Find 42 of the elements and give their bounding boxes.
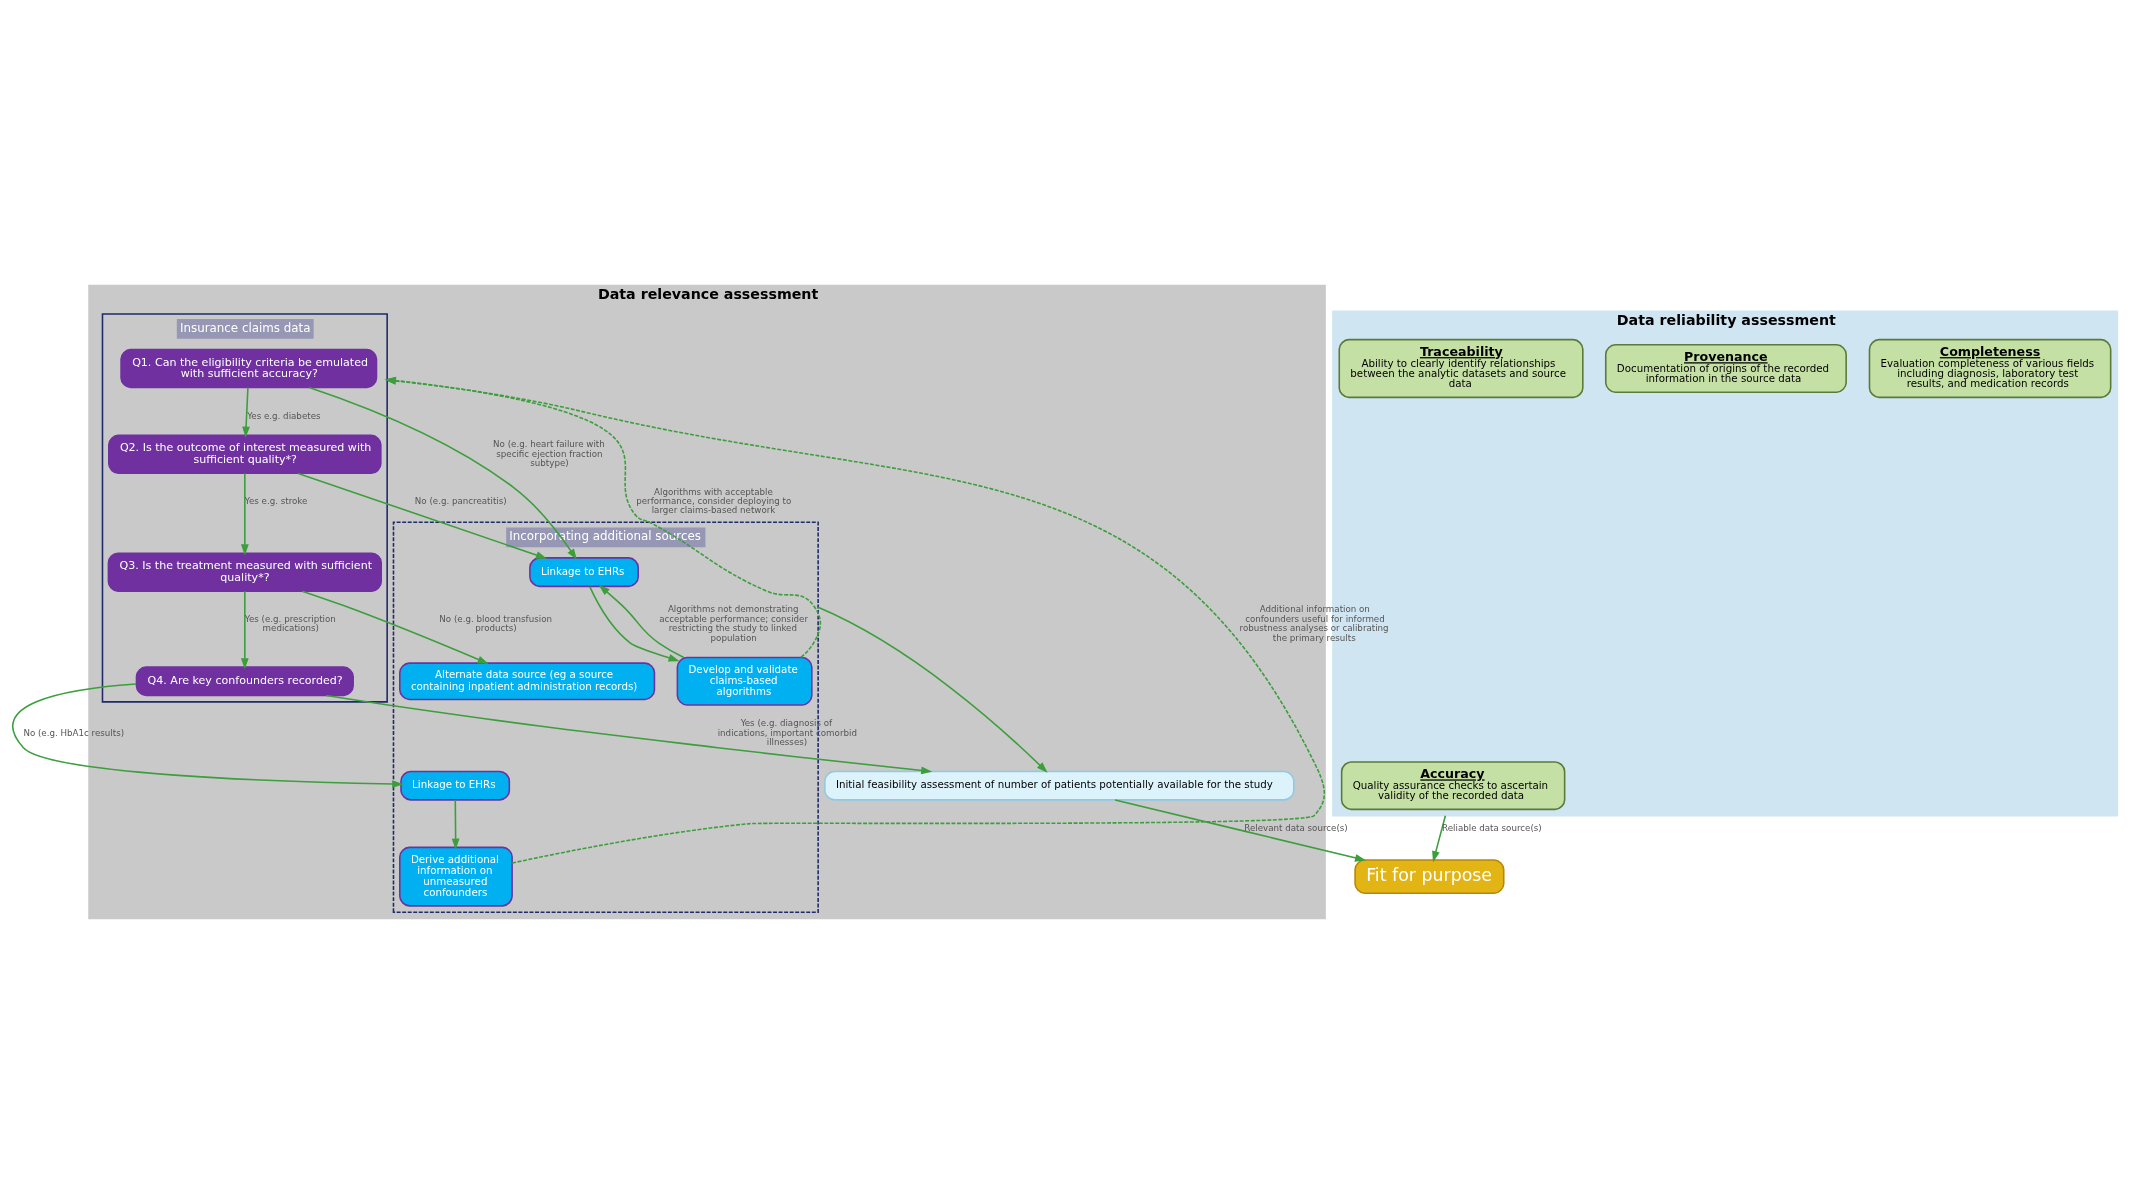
node-box: Provenance Documentation of origins of the recorded information in the source data [1604,344,1847,394]
node-box: Linkage to EHRs [529,557,639,588]
edge-label: No (e.g. pancreatitis) [414,495,507,506]
node-box: Accuracy Quality assurance checks to ascertain validity of the recorded data [1340,761,1566,811]
edge-label: No (e.g. blood transfusion products) [439,613,552,634]
arrow [240,472,249,556]
arrow [588,585,680,662]
edge-label: Yes (e.g. diagnosis of indications, important comorbid illnesses) [717,718,857,748]
edge-label: No (e.g. HbA1c results) [23,727,125,738]
edge-label: Algorithms with acceptable performance, consider deploying to larger claims-based network [636,486,792,516]
arrow [817,606,1048,773]
node-box: Develop and validate claims-based algorithms [676,656,813,706]
node-box: Traceability Ability to clearly identify relationships between the analytic datasets and source data [1338,338,1584,399]
node-box: Completeness Evaluation completeness of various fields including diagnosis, laboratory test results, and medication records [1868,338,2112,399]
node-box: Alternate data source (eg a source containing inpatient administration records) [399,662,656,701]
edge-label: Yes e.g. diabetes [247,410,321,421]
arrow [297,472,547,559]
node-box: Fit for purpose [1354,859,1505,894]
arrow [242,386,250,438]
arrow [1432,814,1447,863]
arrow [325,694,933,775]
arrow [384,376,822,659]
edge-label: Reliable data source(s) [1442,822,1542,833]
edge-label: Additional information on confounders useful for informed robustness analyses or calibrating the primary results [1239,604,1389,643]
arrow [598,584,685,659]
node-box: Q2. Is the outcome of interest measured with sufficient quality*? [108,434,382,475]
node-box: Q1. Can the eligibility criteria be emulated with sufficient accuracy? [120,348,378,389]
edge-label: No (e.g. heart failure with specific ejection fraction subtype) [493,439,605,469]
node-box: Derive additional information on unmeasured confounders [399,846,513,907]
node-box: Linkage to EHRs [400,770,511,801]
arrow [384,377,1326,864]
edge-label: Algorithms not demonstrating acceptable performance; consider restricting the study to linked population [659,604,808,643]
edge-label: Relevant data source(s) [1244,822,1348,833]
arrow [12,683,404,788]
arrow [301,590,489,664]
node-box: Q4. Are key confounders recorded? [135,666,354,697]
node-box: Initial feasibility assessment of number of patients potentially available for the study [824,770,1295,801]
arrow [451,799,460,850]
node-box: Q3. Is the treatment measured with sufficient quality*? [107,552,383,592]
arrow [1114,799,1367,862]
arrow [240,590,249,670]
arrow [308,386,577,560]
